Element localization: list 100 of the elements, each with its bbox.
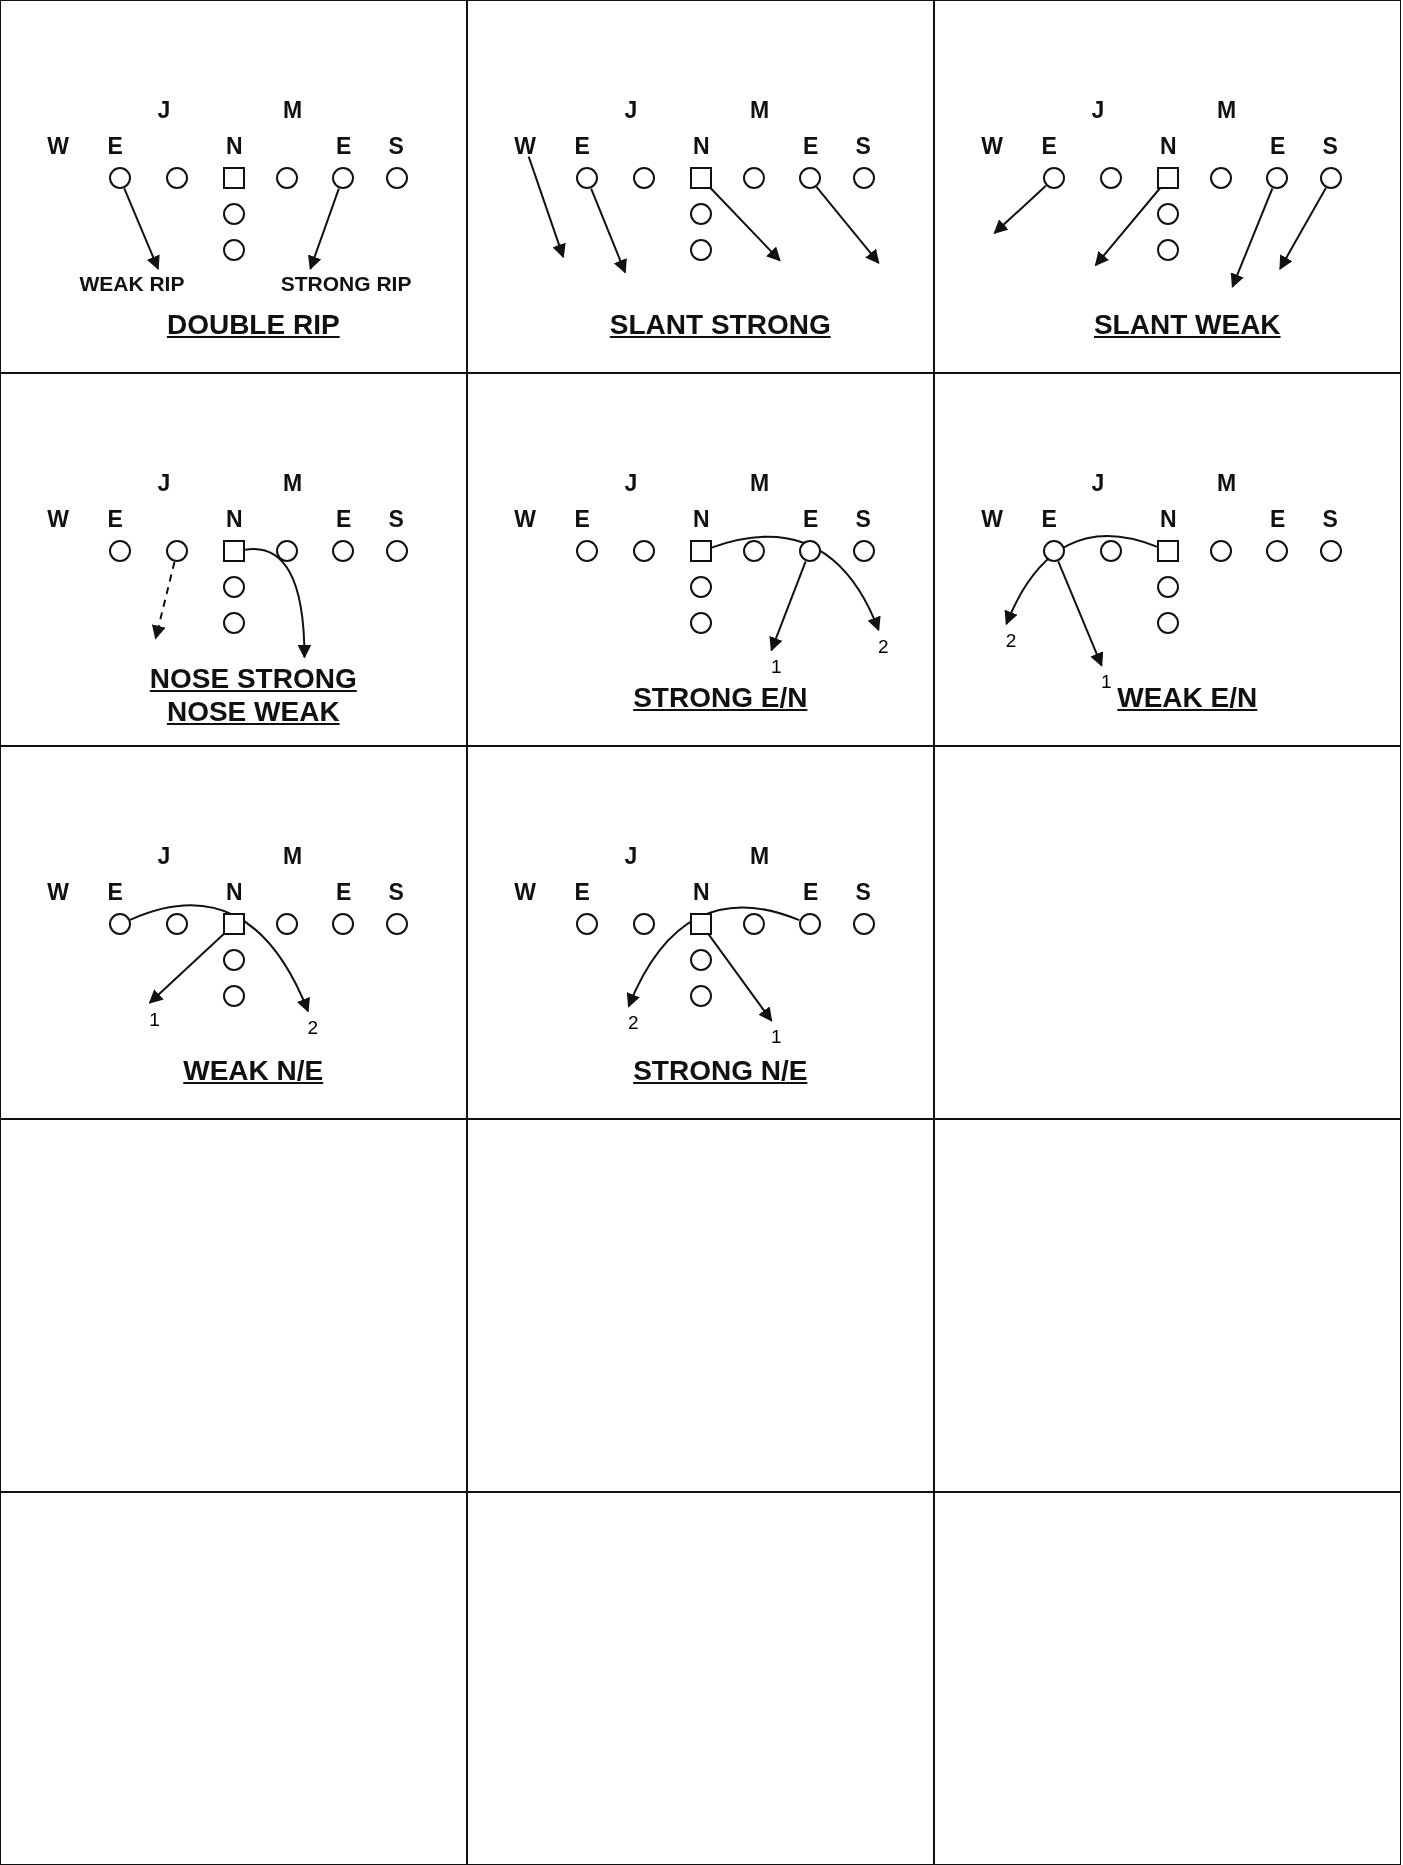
- position-letter: S: [388, 132, 404, 160]
- position-letter: M: [1216, 469, 1237, 497]
- play-title: STRONG E/N: [633, 681, 808, 714]
- position-letter: J: [1091, 96, 1105, 124]
- player-circle: [853, 167, 876, 190]
- player-circle: [798, 913, 821, 936]
- player-circle: [633, 913, 656, 936]
- position-letter: W: [514, 132, 536, 160]
- position-letter: W: [981, 505, 1003, 533]
- position-letter: M: [282, 842, 303, 870]
- play-panel: [934, 746, 1401, 1119]
- position-letter: E: [574, 878, 590, 906]
- arrow: [815, 185, 880, 264]
- player-square: [223, 913, 246, 936]
- position-letter: E: [336, 878, 352, 906]
- play-panel: [934, 0, 1401, 373]
- player-circle: [223, 238, 246, 261]
- player-circle: [1209, 167, 1232, 190]
- arrow: [129, 904, 310, 1013]
- player-circle: [1157, 203, 1180, 225]
- play-title: WEAK E/N: [1117, 681, 1258, 714]
- player-square: [223, 540, 246, 563]
- player-circle: [690, 203, 713, 225]
- play-title: DOUBLE RIP: [166, 308, 340, 341]
- player-circle: [1100, 540, 1123, 563]
- player-circle: [742, 540, 765, 563]
- player-circle: [1100, 167, 1123, 190]
- position-letter: M: [1216, 96, 1237, 124]
- position-letter: E: [336, 505, 352, 533]
- play-panel: [934, 1492, 1401, 1865]
- player-circle: [275, 913, 298, 936]
- play-panel: [0, 373, 467, 746]
- player-circle: [109, 167, 131, 190]
- position-letter: N: [692, 132, 710, 160]
- position-letter: W: [47, 132, 69, 160]
- play-title: STRONG N/E: [633, 1054, 808, 1087]
- arrow: [527, 155, 566, 259]
- arrow: [627, 906, 801, 1008]
- stunt-label: STRONG RIP: [280, 272, 412, 297]
- player-circle: [853, 540, 876, 563]
- player-square: [1157, 167, 1180, 190]
- play-title: WEAK N/E: [183, 1054, 324, 1087]
- player-circle: [742, 913, 765, 936]
- position-letter: E: [574, 132, 590, 160]
- position-letter: J: [157, 96, 171, 124]
- player-square: [223, 167, 246, 190]
- player-circle: [223, 576, 246, 598]
- position-letter: E: [107, 505, 123, 533]
- position-letter: J: [157, 842, 171, 870]
- player-circle: [690, 611, 713, 634]
- player-circle: [223, 984, 246, 1007]
- position-letter: S: [855, 878, 871, 906]
- position-letter: J: [624, 842, 638, 870]
- player-circle: [690, 576, 713, 598]
- play-panel: [467, 373, 934, 746]
- position-letter: S: [388, 878, 404, 906]
- player-circle: [690, 984, 713, 1007]
- position-letter: M: [749, 469, 770, 497]
- position-letter: N: [225, 132, 243, 160]
- arrow: [151, 561, 176, 640]
- player-square: [1157, 540, 1180, 563]
- position-letter: W: [47, 878, 69, 906]
- player-circle: [275, 167, 298, 190]
- play-title: SLANT STRONG: [609, 308, 831, 341]
- position-letter: S: [855, 132, 871, 160]
- position-letter: E: [336, 132, 352, 160]
- position-letter: E: [803, 505, 819, 533]
- position-letter: N: [225, 878, 243, 906]
- position-letter: J: [1091, 469, 1105, 497]
- position-letter: J: [624, 469, 638, 497]
- player-circle: [109, 540, 131, 563]
- position-letter: M: [749, 96, 770, 124]
- position-letter: S: [1322, 505, 1338, 533]
- position-letter: E: [1041, 505, 1057, 533]
- position-letter: E: [107, 132, 123, 160]
- position-letter: W: [514, 878, 536, 906]
- player-circle: [223, 203, 246, 225]
- player-circle: [576, 913, 598, 936]
- arrow: [590, 187, 627, 274]
- position-letter: E: [107, 878, 123, 906]
- arrow: [123, 187, 160, 271]
- play-panel: [0, 746, 467, 1119]
- player-circle: [1265, 167, 1288, 190]
- player-circle: [798, 167, 821, 190]
- play-panel: [934, 373, 1401, 746]
- position-letter: E: [1270, 505, 1286, 533]
- player-circle: [386, 167, 409, 190]
- play-panel: [467, 1492, 934, 1865]
- position-letter: E: [803, 132, 819, 160]
- play-panel: [467, 1119, 934, 1492]
- player-circle: [386, 540, 409, 563]
- player-circle: [223, 611, 246, 634]
- play-panel: [0, 0, 467, 373]
- play-title: NOSE STRONG: [149, 662, 357, 695]
- arrow: [244, 548, 312, 659]
- position-letter: J: [157, 469, 171, 497]
- player-circle: [331, 167, 354, 190]
- player-circle: [576, 540, 598, 563]
- player-circle: [633, 167, 656, 190]
- arrow: [308, 187, 340, 271]
